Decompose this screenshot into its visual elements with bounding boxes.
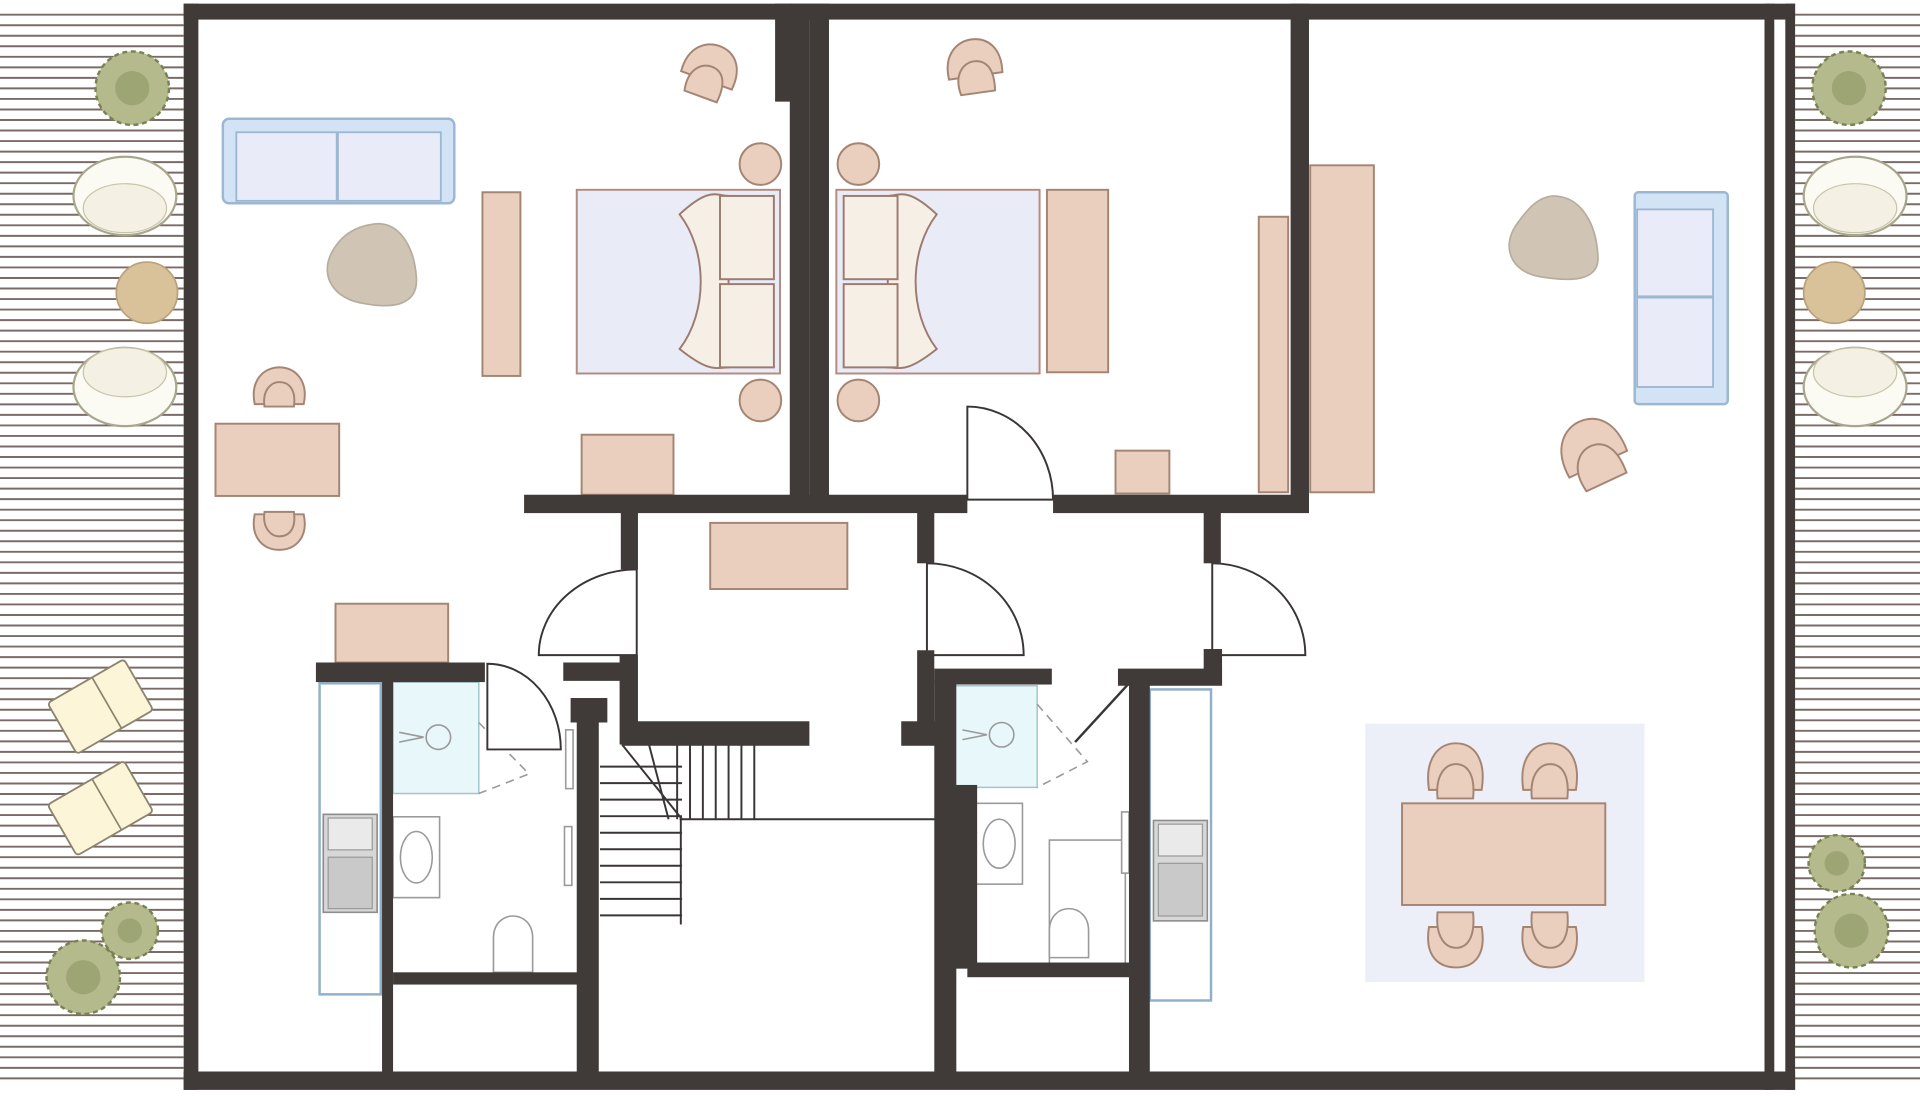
armchair-icon <box>1521 911 1578 969</box>
armchair-icon <box>1427 911 1484 969</box>
walls <box>183 3 1796 1090</box>
bench-right <box>1045 188 1110 374</box>
armchair-icon <box>252 510 306 551</box>
shower-door <box>478 721 531 795</box>
plant-icon <box>1811 50 1887 127</box>
dining-table-left <box>214 366 341 551</box>
door-swing-icon <box>537 568 638 657</box>
door-leaf <box>1074 682 1130 743</box>
radiator <box>1120 811 1130 874</box>
nightstand-icon <box>836 142 881 186</box>
sofa-left <box>221 117 456 205</box>
shower-icon <box>954 685 1038 789</box>
door-swing-icon <box>486 662 562 751</box>
shower-door <box>1036 703 1089 789</box>
armchair-icon <box>946 38 1004 97</box>
rug-left <box>326 222 418 307</box>
nightstand-icon <box>738 378 783 423</box>
nightstand-icon <box>836 378 881 423</box>
armchair-icon <box>252 366 306 408</box>
rug-right <box>1508 195 1599 281</box>
cabinet-left <box>334 602 450 664</box>
armchair-icon <box>1427 742 1484 800</box>
egg-chair-icon <box>1802 155 1908 237</box>
kitchen-counter-left <box>318 682 383 996</box>
nightstand-icon <box>738 142 783 186</box>
dining-table-right <box>1401 742 1607 969</box>
wardrobe-thin <box>1257 215 1290 494</box>
hall-console <box>709 521 849 591</box>
wardrobe-right <box>1309 164 1375 494</box>
sink-icon <box>975 802 1024 885</box>
door-swing-icon <box>1211 562 1307 657</box>
radiator <box>563 825 573 887</box>
armchair-icon <box>1560 417 1629 493</box>
kitchen-counter-right <box>1148 688 1213 1002</box>
sink-icon <box>1152 819 1209 922</box>
stool-box <box>1114 449 1171 495</box>
sink-icon <box>322 813 378 914</box>
toilet-icon <box>1048 839 1127 969</box>
sun-lounger-icon <box>47 659 153 754</box>
armchair-icon <box>679 43 738 104</box>
egg-chair-icon <box>72 155 178 237</box>
door-swing-icon <box>925 562 1025 657</box>
plant-icon <box>1813 892 1890 969</box>
stool-icon <box>115 261 179 325</box>
shower-icon <box>392 681 480 795</box>
radiator <box>564 729 574 790</box>
plant-icon <box>100 901 160 961</box>
sun-lounger-icon <box>47 761 153 856</box>
plant-icon <box>45 939 122 1016</box>
bed-right <box>835 188 1041 375</box>
stool-icon <box>1802 261 1866 325</box>
sink-icon <box>392 815 441 899</box>
door-swing-icon <box>966 405 1055 501</box>
plant-icon <box>94 50 171 127</box>
egg-chair-icon <box>1802 346 1908 428</box>
staircase-icon <box>600 743 952 925</box>
bench-left <box>481 191 522 377</box>
bed-left <box>575 188 781 375</box>
plant-icon <box>1807 833 1867 893</box>
egg-chair-icon <box>72 346 178 428</box>
armchair-icon <box>1521 742 1578 800</box>
desk-left <box>580 433 675 496</box>
sofa-right <box>1633 191 1729 406</box>
toilet-icon <box>492 915 534 974</box>
